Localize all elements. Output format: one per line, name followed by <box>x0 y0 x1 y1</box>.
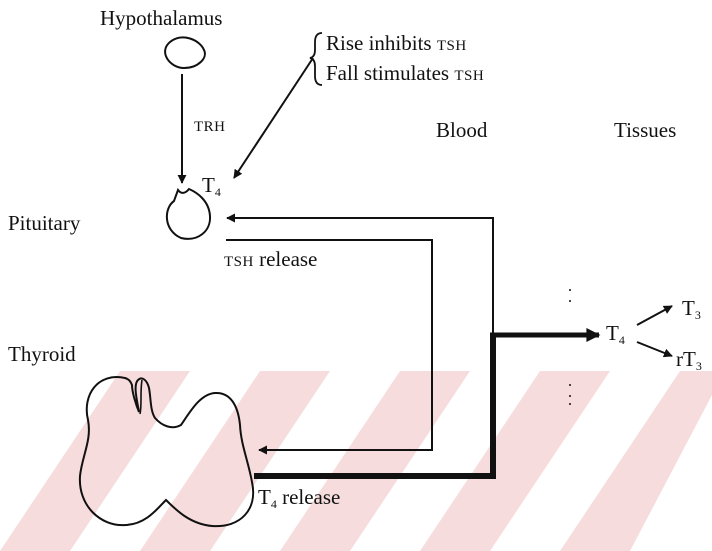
rt3-sub: 3 <box>696 359 702 373</box>
pituitary-label: Pituitary <box>8 213 80 234</box>
pituitary-t4-sub: 4 <box>215 185 221 199</box>
t4-to-t3-arrow <box>637 306 672 325</box>
blood-t4-base: T <box>606 321 619 345</box>
feedback-brace <box>310 33 322 85</box>
feedback-rise-prefix: Rise inhibits <box>326 31 437 55</box>
blood-t4-label: T4 <box>606 323 625 344</box>
t4-release-base: T <box>258 485 271 509</box>
t4-to-rt3-arrow <box>637 342 672 356</box>
feedback-rise-hormone: TSH <box>437 38 467 54</box>
tsh-release-label: TSH release <box>224 249 317 270</box>
t3-sub: 3 <box>695 308 701 322</box>
blood-label: Blood <box>436 120 487 141</box>
thyroid-label: Thyroid <box>8 344 76 365</box>
rt3-base: rT <box>676 347 696 371</box>
hypothalamus-shape <box>165 37 205 68</box>
feedback-fall-prefix: Fall stimulates <box>326 61 454 85</box>
hypothalamus-label: Hypothalamus <box>100 8 222 29</box>
t4-release-suffix: release <box>277 485 341 509</box>
pituitary-t4-base: T <box>202 173 215 197</box>
t4-release-label: T4 release <box>258 487 340 508</box>
watermark-stripes <box>0 371 712 551</box>
feedback-fall-text: Fall stimulates TSH <box>326 63 484 84</box>
tsh-release-hormone: TSH <box>224 254 254 270</box>
pituitary-t4-label: T4 <box>202 175 221 196</box>
t3-base: T <box>682 296 695 320</box>
tissues-label: Tissues <box>614 120 676 141</box>
blood-feedback-path <box>227 218 493 341</box>
trh-label: TRH <box>194 120 226 135</box>
blood-t4-sub: 4 <box>619 333 625 347</box>
t3-label: T3 <box>682 298 701 319</box>
feedback-fall-hormone: TSH <box>454 68 484 84</box>
feedback-rise-text: Rise inhibits TSH <box>326 33 467 54</box>
rt3-label: rT3 <box>676 349 702 370</box>
tsh-release-suffix: release <box>254 247 318 271</box>
feedback-arrow <box>234 58 313 178</box>
